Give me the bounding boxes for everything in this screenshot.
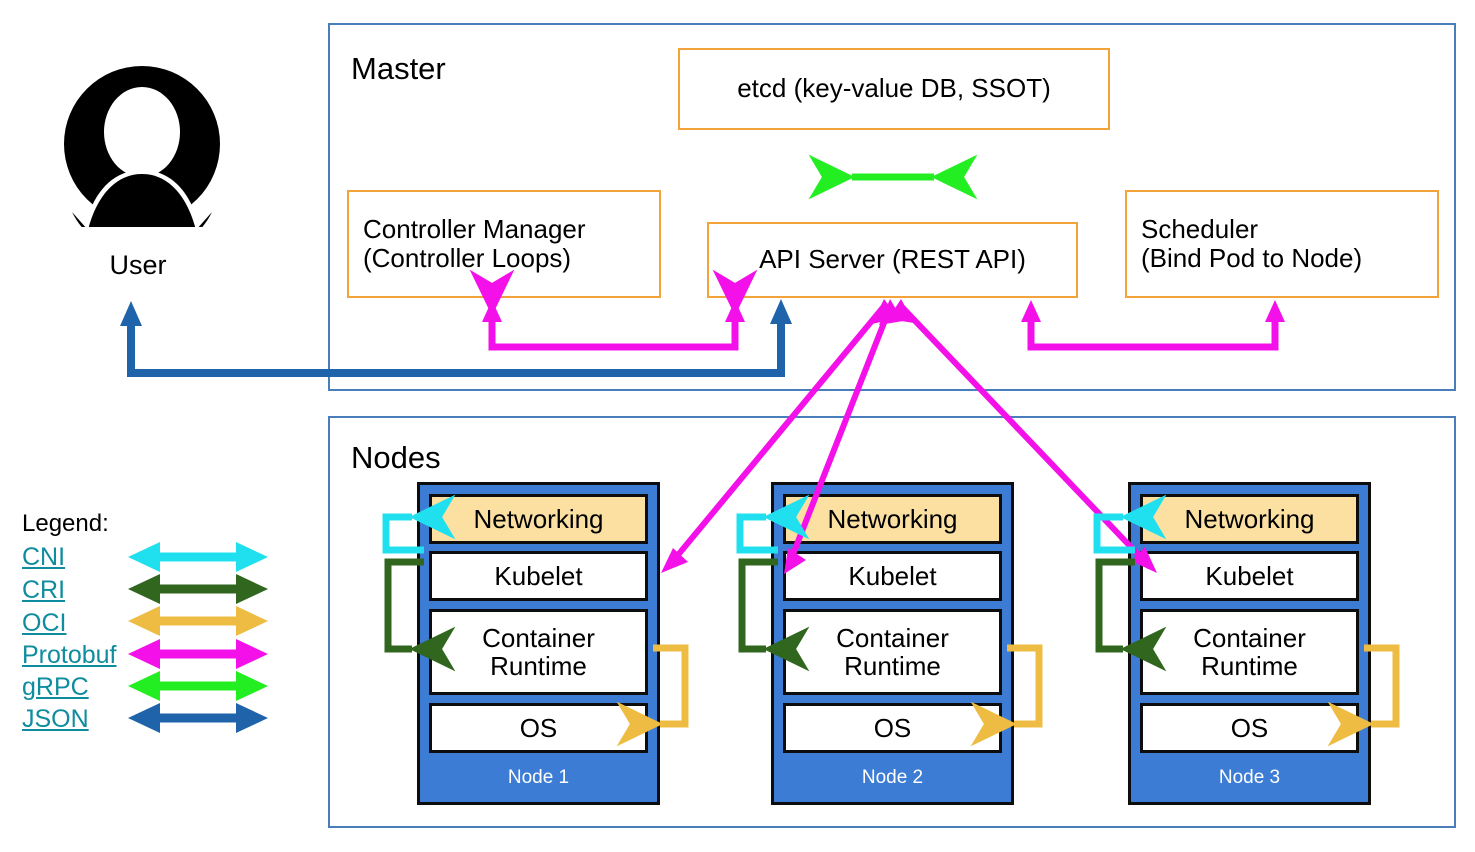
scheduler-label: Scheduler (Bind Pod to Node) — [1141, 213, 1363, 273]
node-1-layer-os[interactable]: OS — [429, 703, 648, 753]
node-1-os-label: OS — [519, 712, 558, 743]
api-server-box[interactable]: API Server (REST API) — [707, 222, 1078, 298]
api-server-label: API Server (REST API) — [759, 244, 1026, 275]
node-3-os-label: OS — [1230, 712, 1269, 743]
etcd-box[interactable]: etcd (key-value DB, SSOT) — [678, 48, 1110, 130]
node-3-layer-os[interactable]: OS — [1140, 703, 1359, 753]
nodes-group-title: Nodes — [351, 440, 441, 475]
controller-manager-line1: Controller Manager — [363, 213, 586, 244]
scheduler-line1: Scheduler — [1141, 213, 1259, 244]
node-2-layer-os[interactable]: OS — [783, 703, 1002, 753]
node-1-networking-label: Networking — [473, 503, 604, 534]
etcd-label: etcd (key-value DB, SSOT) — [737, 73, 1051, 104]
user-label: User — [109, 250, 167, 280]
node-box-1[interactable]: Networking Kubelet Container Runtime OS … — [417, 482, 660, 805]
legend-arrow-protobuf — [128, 639, 268, 669]
node-3-container-runtime-label: Container Runtime — [1193, 622, 1306, 681]
node-3-layer-container-runtime[interactable]: Container Runtime — [1140, 609, 1359, 695]
node-2-layer-networking[interactable]: Networking — [783, 494, 1002, 544]
legend-item-oci[interactable]: OCI — [22, 609, 67, 637]
node-3-layer-kubelet[interactable]: Kubelet — [1140, 551, 1359, 601]
legend-arrow-json — [128, 703, 268, 733]
scheduler-line2: (Bind Pod to Node) — [1141, 243, 1363, 273]
legend-arrow-cni — [128, 542, 268, 572]
controller-manager-label: Controller Manager (Controller Loops) — [363, 213, 586, 273]
node-box-3[interactable]: Networking Kubelet Container Runtime OS … — [1128, 482, 1371, 805]
legend-item-protobuf[interactable]: Protobuf — [22, 641, 117, 669]
node-1-name: Node 1 — [507, 767, 570, 788]
node-1-layer-networking[interactable]: Networking — [429, 494, 648, 544]
node-2-networking-label: Networking — [827, 503, 958, 534]
node-2-container-runtime-label: Container Runtime — [836, 622, 949, 681]
node-3-kubelet-label: Kubelet — [1205, 560, 1294, 591]
node-2-kubelet-label: Kubelet — [848, 560, 937, 591]
legend-item-cri[interactable]: CRI — [22, 576, 66, 604]
legend-item-grpc[interactable]: gRPC — [22, 673, 89, 701]
node-1-layer-container-runtime[interactable]: Container Runtime — [429, 609, 648, 695]
controller-manager-box[interactable]: Controller Manager (Controller Loops) — [347, 190, 661, 298]
master-group-title: Master — [351, 51, 446, 86]
legend-arrow-grpc — [128, 671, 268, 701]
node-2-name: Node 2 — [861, 767, 924, 788]
legend-title: Legend: — [22, 510, 109, 537]
node-2-layer-container-runtime[interactable]: Container Runtime — [783, 609, 1002, 695]
user-avatar-icon — [64, 66, 220, 227]
legend-item-cni[interactable]: CNI — [22, 543, 66, 571]
legend-item-json[interactable]: JSON — [22, 705, 89, 733]
node-2-os-label: OS — [873, 712, 912, 743]
legend-arrow-cri — [128, 574, 268, 604]
node-3-networking-label: Networking — [1184, 503, 1315, 534]
node-3-layer-networking[interactable]: Networking — [1140, 494, 1359, 544]
node-3-name: Node 3 — [1218, 767, 1281, 788]
node-box-2[interactable]: Networking Kubelet Container Runtime OS … — [771, 482, 1014, 805]
node-1-layer-kubelet[interactable]: Kubelet — [429, 551, 648, 601]
node-2-layer-kubelet[interactable]: Kubelet — [783, 551, 1002, 601]
scheduler-box[interactable]: Scheduler (Bind Pod to Node) — [1125, 190, 1439, 298]
node-1-container-runtime-label: Container Runtime — [482, 622, 595, 681]
legend-arrow-oci — [128, 606, 268, 636]
node-1-kubelet-label: Kubelet — [494, 560, 583, 591]
controller-manager-line2: (Controller Loops) — [363, 243, 572, 273]
